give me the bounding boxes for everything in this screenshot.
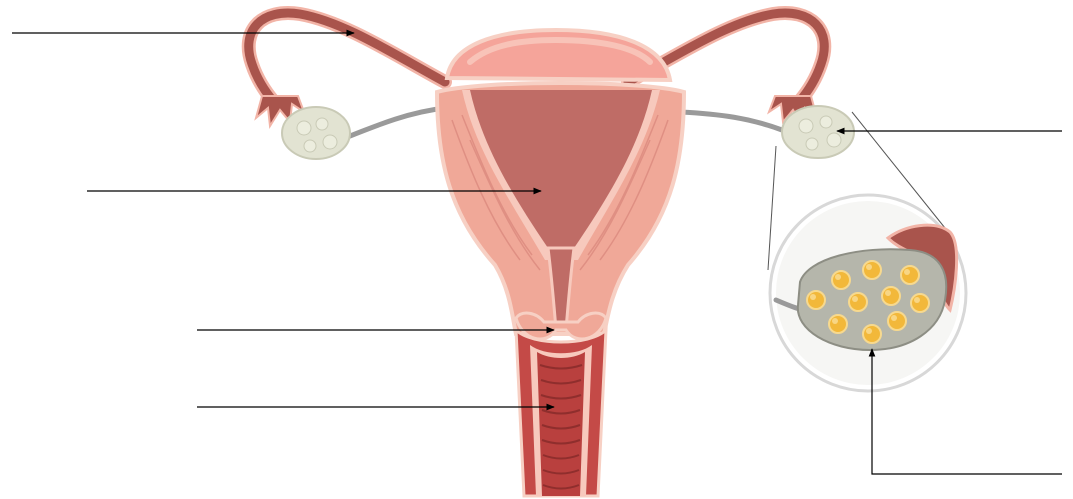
left-ovarian-ligament — [345, 108, 445, 138]
vagina — [516, 330, 606, 496]
left-ovary — [282, 107, 350, 159]
right-ovarian-ligament — [680, 112, 782, 130]
left-fallopian-tube — [249, 13, 445, 126]
uterus — [437, 30, 684, 339]
right-ovary — [782, 106, 854, 158]
